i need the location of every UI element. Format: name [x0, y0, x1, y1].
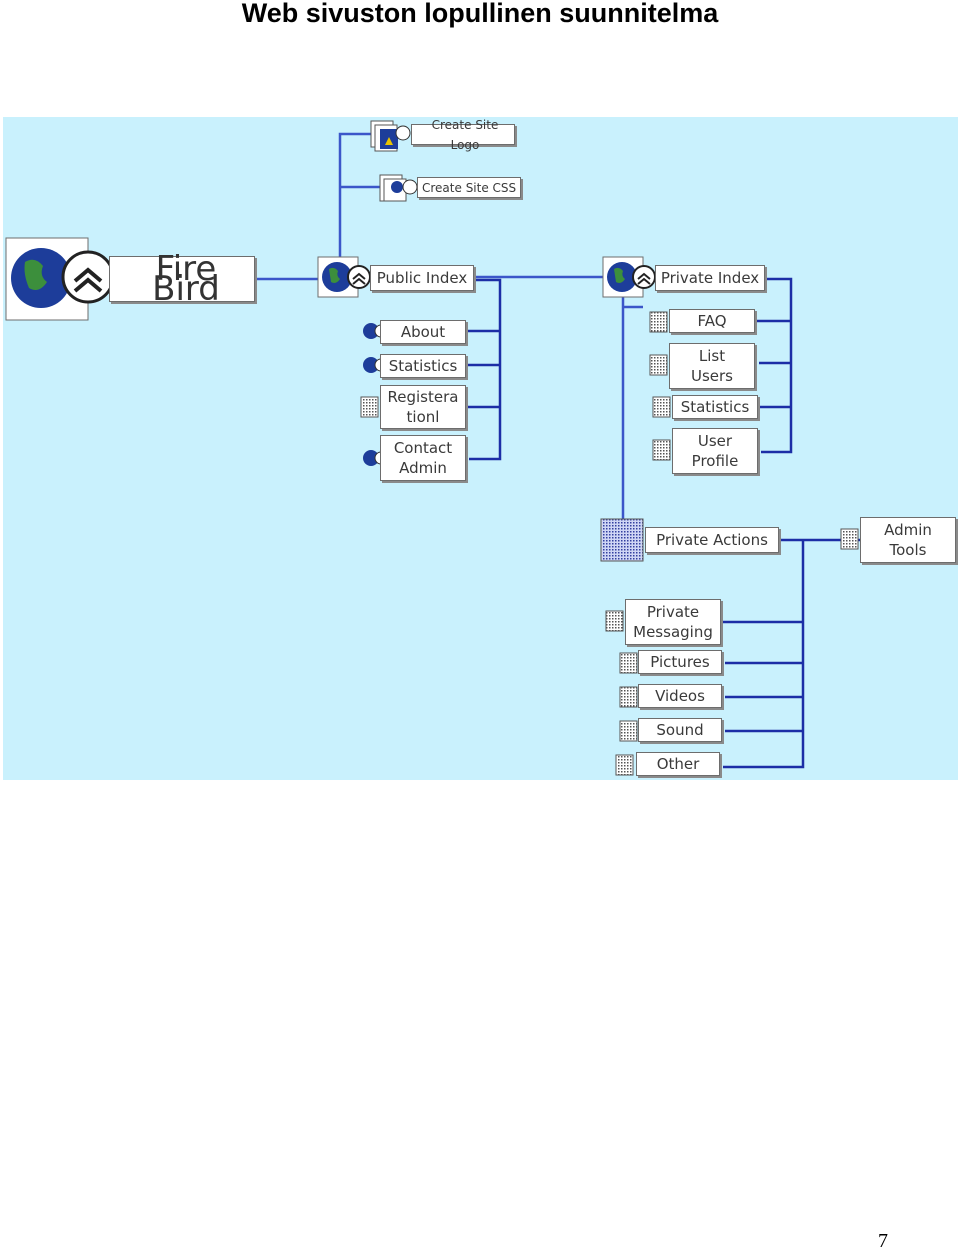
globe-small-icons — [363, 323, 388, 466]
node-about: About — [380, 320, 466, 344]
page-title: Web sivuston lopullinen suunnitelma — [241, 0, 719, 28]
node-other: Other — [636, 752, 720, 776]
node-public-index: Public Index — [370, 265, 474, 291]
node-list-users: List Users — [669, 343, 755, 389]
node-videos: Videos — [638, 684, 722, 708]
globe-icon — [5, 237, 115, 321]
site-map-diagram: Fire Bird Create Site Logo Create Site C… — [3, 117, 958, 780]
page-icon — [370, 120, 418, 202]
node-contact-admin: Contact Admin — [380, 435, 466, 481]
node-user-profile: User Profile — [672, 428, 758, 474]
page-number: 7 — [878, 1230, 888, 1252]
node-private-index: Private Index — [655, 265, 765, 291]
node-create-site-logo: Create Site Logo — [411, 118, 515, 152]
dotted-page-icons — [360, 311, 859, 776]
node-sound: Sound — [638, 718, 722, 742]
connector-lines — [5, 120, 861, 776]
node-pictures: Pictures — [638, 650, 722, 674]
globe-icon — [602, 256, 656, 298]
node-faq: FAQ — [669, 309, 755, 333]
node-admin-tools: Admin Tools — [860, 517, 956, 563]
node-statistics-public: Statistics — [380, 354, 466, 378]
node-registration: Registera tionl — [380, 385, 466, 429]
node-private-actions: Private Actions — [645, 527, 779, 553]
node-create-site-css: Create Site CSS — [417, 177, 521, 198]
globe-icon — [317, 256, 371, 298]
node-private-messaging: Private Messaging — [625, 599, 721, 645]
root-node: Fire Bird — [109, 252, 255, 306]
node-statistics-private: Statistics — [672, 395, 758, 419]
